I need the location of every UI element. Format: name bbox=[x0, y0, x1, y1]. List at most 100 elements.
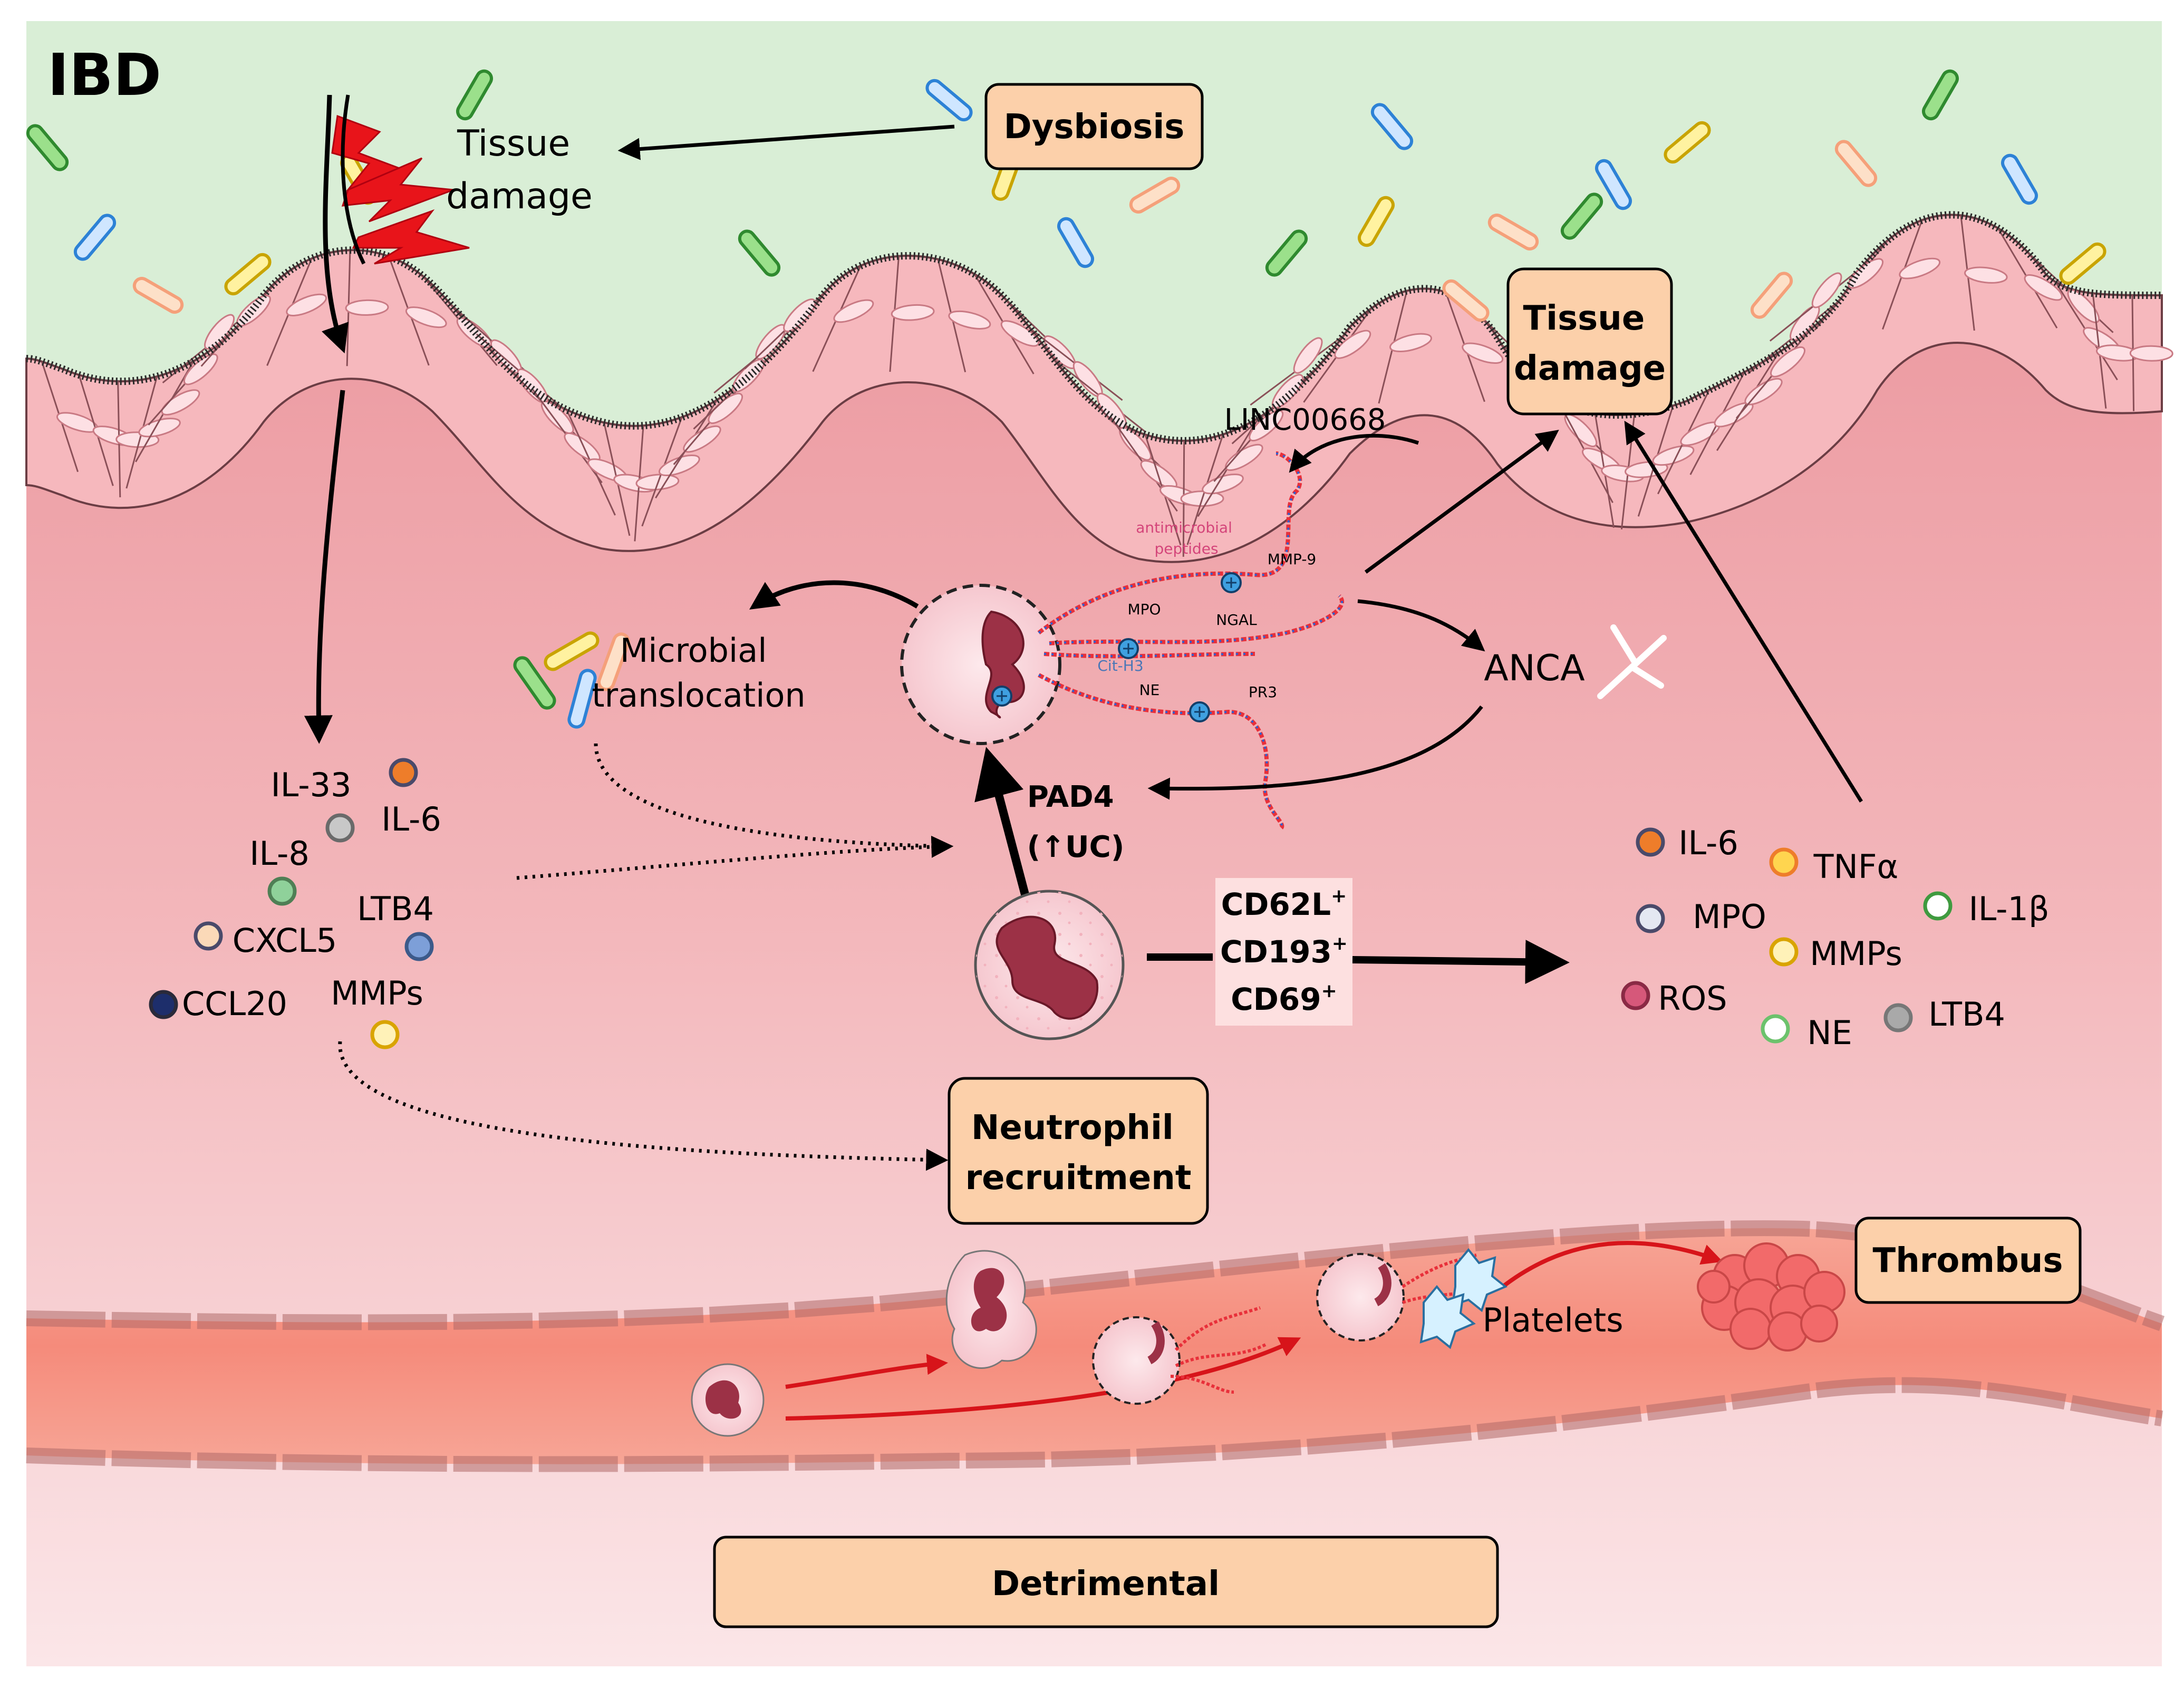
dysbiosis-label: Dysbiosis bbox=[1004, 108, 1185, 147]
arrow-to-linc bbox=[1289, 433, 1419, 473]
injury-entry-arrow bbox=[322, 94, 349, 354]
mediator-label: IL-33 bbox=[270, 766, 351, 804]
dotted-arrow-translocation-to-pad4 bbox=[594, 743, 950, 848]
bacterium-icon bbox=[456, 69, 493, 121]
marker-label: CD193+ bbox=[1220, 933, 1348, 970]
cell-nucleus bbox=[183, 353, 218, 385]
mediator-label: LTB4 bbox=[1928, 995, 2005, 1034]
arrow-netosis-to-translocation bbox=[749, 580, 919, 610]
mediator-dot bbox=[1636, 904, 1665, 933]
bacterium-icon bbox=[1358, 196, 1395, 247]
netosing-neutrophil bbox=[900, 584, 1061, 745]
bacterium-icon bbox=[224, 253, 272, 296]
bacterium-icon bbox=[2001, 153, 2038, 205]
bacterium-icon bbox=[1560, 192, 1603, 240]
bacterium-icon bbox=[132, 277, 184, 314]
mediator-dot bbox=[404, 932, 434, 961]
cell-nucleus bbox=[1462, 342, 1504, 364]
mediator-label: IL-6 bbox=[1678, 824, 1738, 862]
cell-nucleus bbox=[1652, 445, 1695, 466]
cell-nucleus bbox=[161, 389, 200, 416]
bacterium-icon bbox=[1265, 229, 1308, 277]
mediator-label: IL-1β bbox=[1968, 890, 2049, 928]
label-microbial-translocation: Microbial translocation bbox=[592, 631, 805, 715]
bacterium-icon bbox=[1922, 69, 1959, 121]
translocation-bacteria-icon bbox=[513, 631, 631, 729]
mediator-dot bbox=[1761, 1014, 1790, 1044]
mediator-dot bbox=[1769, 937, 1799, 967]
detrimental-label: Detrimental bbox=[992, 1565, 1220, 1604]
surface-markers: CD62L+ CD193+ CD69+ bbox=[1220, 885, 1348, 1017]
label-ne-net: NE bbox=[1139, 681, 1160, 699]
mediator-dot bbox=[370, 1020, 400, 1049]
mediator-dot bbox=[1636, 827, 1665, 857]
mediator-label: LTB4 bbox=[357, 890, 434, 928]
cell-nucleus bbox=[658, 455, 700, 477]
label-mmp9: MMP-9 bbox=[1268, 551, 1317, 568]
bacterium-icon bbox=[2059, 242, 2106, 285]
label-tissue-damage-top: Tissue damage bbox=[446, 123, 593, 217]
mediator-dot bbox=[1923, 891, 1953, 921]
mediator-dot bbox=[149, 990, 178, 1019]
net-strand-dna bbox=[1043, 653, 1255, 658]
bacterium-icon bbox=[1057, 217, 1094, 268]
arrow-neutrophil-to-netosis bbox=[974, 747, 1030, 898]
bacterium-icon bbox=[1370, 103, 1414, 150]
cell-nucleus bbox=[2067, 289, 2100, 323]
netosing-neutrophil-vessel-1 bbox=[1092, 1306, 1267, 1405]
cell-nucleus bbox=[833, 299, 874, 323]
bacterium-icon bbox=[1834, 140, 1878, 187]
cell-nucleus bbox=[2024, 274, 2063, 301]
tissue-damage-box: Tissue damage bbox=[1506, 267, 1673, 416]
cell-nucleus bbox=[891, 304, 935, 321]
mediator-label: CXCL5 bbox=[233, 921, 337, 960]
plus-icon bbox=[997, 691, 1007, 701]
bacterium-icon bbox=[925, 79, 973, 122]
injury-lightning-icon bbox=[331, 114, 470, 265]
net-strand-dna bbox=[1038, 674, 1283, 829]
bacterium-icon bbox=[738, 229, 781, 277]
detrimental-box: Detrimental bbox=[713, 1536, 1499, 1628]
neutrophil-extracellular-trap bbox=[991, 451, 1345, 829]
label-mpo-net: MPO bbox=[1127, 601, 1161, 618]
cell-nucleus bbox=[1770, 346, 1805, 378]
cell-nucleus bbox=[345, 299, 389, 316]
mediator-dot bbox=[1769, 847, 1799, 877]
cell-nucleus bbox=[286, 293, 327, 316]
injury-entry-arrow-2 bbox=[341, 94, 366, 265]
mediator-label: MMPs bbox=[331, 974, 423, 1012]
neutrophil-recruitment-label: Neutrophil recruitment bbox=[965, 1108, 1192, 1198]
thrombus-label: Thrombus bbox=[1873, 1241, 2063, 1280]
cell-nucleus bbox=[405, 306, 447, 329]
marker-label: CD69+ bbox=[1231, 980, 1337, 1017]
arrow-net-to-anca bbox=[1357, 599, 1485, 652]
thrombus-clot bbox=[1697, 1242, 1845, 1352]
mediator-label: NE bbox=[1807, 1014, 1852, 1052]
dotted-arrow-to-recruitment bbox=[338, 1041, 949, 1171]
adhering-neutrophil bbox=[945, 1250, 1037, 1369]
label-cit-h3: Cit-H3 bbox=[1097, 657, 1143, 674]
net-strand-dna bbox=[1038, 452, 1301, 634]
cell-nucleus bbox=[683, 425, 721, 453]
cell-nucleus bbox=[1811, 272, 1842, 308]
cell-nucleus bbox=[1848, 258, 1884, 289]
cell-nucleus bbox=[948, 310, 991, 330]
mediator-label: IL-6 bbox=[381, 800, 441, 838]
tissue-damage-box-label: Tissue damage bbox=[1514, 299, 1666, 388]
mediator-label: ROS bbox=[1658, 979, 1727, 1018]
antibody-icon bbox=[1597, 624, 1667, 699]
cell-nucleus bbox=[1744, 378, 1783, 406]
mediator-label: TNFα bbox=[1813, 847, 1899, 886]
mediator-label: IL-8 bbox=[249, 834, 310, 873]
mediator-dot bbox=[1883, 1003, 1913, 1032]
left-down-arrow bbox=[304, 390, 345, 744]
plus-icon bbox=[1123, 643, 1134, 654]
dysbiosis-arrow bbox=[617, 124, 955, 160]
marker-label: CD62L+ bbox=[1221, 885, 1347, 922]
label-anca: ANCA bbox=[1484, 648, 1584, 689]
activated-neutrophil bbox=[974, 890, 1125, 1040]
bacterium-icon bbox=[1750, 272, 1793, 319]
epithelial-cells bbox=[41, 215, 2173, 557]
bacterium-icon bbox=[1442, 279, 1490, 322]
